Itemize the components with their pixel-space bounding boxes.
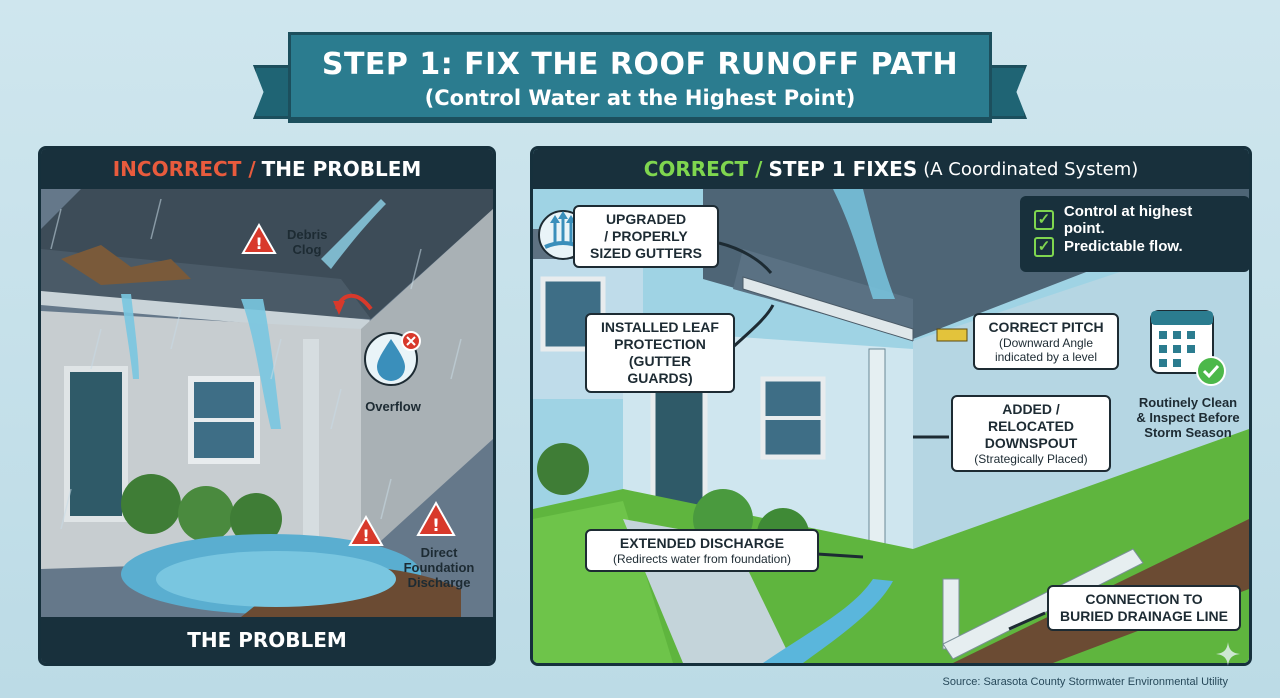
checklist-box: ✓ Control at highest point. ✓ Predictabl… bbox=[1020, 196, 1250, 272]
page-subtitle: (Control Water at the Highest Point) bbox=[424, 86, 856, 110]
sparkle-icon bbox=[1216, 642, 1240, 666]
svg-text:!: ! bbox=[362, 526, 369, 545]
check-row: ✓ Predictable flow. bbox=[1034, 233, 1236, 260]
drainage-connection-label: CONNECTION TO BURIED DRAINAGE LINE bbox=[1047, 585, 1241, 631]
checkbox-icon: ✓ bbox=[1034, 236, 1054, 257]
incorrect-panel: INCORRECT / THE PROBLEM bbox=[38, 146, 496, 666]
page-title: STEP 1: FIX THE ROOF RUNOFF PATH bbox=[321, 47, 959, 82]
calendar-check-icon bbox=[1150, 310, 1226, 386]
problem-illustration: ! ! ! bbox=[41, 189, 493, 617]
correct-pitch-label: CORRECT PITCH (Downward Angle indicated … bbox=[973, 313, 1119, 370]
problem-label: THE PROBLEM bbox=[261, 157, 422, 181]
check-text: Control at highest point. bbox=[1063, 202, 1193, 237]
debris-clog-label: Debris Clog bbox=[287, 227, 328, 257]
correct-panel-header: CORRECT / STEP 1 FIXES (A Coordinated Sy… bbox=[533, 149, 1249, 189]
check-row: ✓ Control at highest point. bbox=[1034, 203, 1236, 237]
incorrect-label: INCORRECT / bbox=[112, 157, 256, 181]
upgraded-gutters-label: UPGRADED / PROPERLY SIZED GUTTERS bbox=[573, 205, 719, 268]
svg-text:!: ! bbox=[432, 516, 440, 536]
leaf-protection-label: INSTALLED LEAF PROTECTION (GUTTER GUARDS… bbox=[585, 313, 735, 393]
problem-footer: THE PROBLEM bbox=[41, 617, 493, 663]
inspect-label: Routinely Clean & Inspect Before Storm S… bbox=[1136, 395, 1240, 440]
warning-icon: ! bbox=[348, 514, 384, 546]
warning-icon: ! bbox=[241, 222, 277, 254]
direct-discharge-label: Direct Foundation Discharge bbox=[403, 545, 475, 590]
downspout-label: ADDED / RELOCATED DOWNSPOUT (Strategical… bbox=[951, 395, 1111, 472]
fixes-label: STEP 1 FIXES bbox=[768, 157, 918, 181]
extended-discharge-label: EXTENDED DISCHARGE (Redirects water from… bbox=[585, 529, 819, 572]
warning-icon: ! bbox=[416, 500, 456, 536]
coordinated-note: (A Coordinated System) bbox=[923, 158, 1139, 180]
svg-text:!: ! bbox=[255, 234, 262, 253]
overflow-label: Overflow bbox=[365, 399, 421, 414]
correct-label: CORRECT / bbox=[643, 157, 763, 181]
incorrect-panel-header: INCORRECT / THE PROBLEM bbox=[41, 149, 493, 189]
overflow-icon bbox=[333, 293, 421, 386]
correct-panel: CORRECT / STEP 1 FIXES (A Coordinated Sy… bbox=[530, 146, 1252, 666]
title-banner: STEP 1: FIX THE ROOF RUNOFF PATH (Contro… bbox=[253, 32, 1027, 120]
source-credit: Source: Sarasota County Stormwater Envir… bbox=[942, 676, 1228, 688]
checkbox-icon: ✓ bbox=[1034, 209, 1054, 230]
check-text: Predictable flow. bbox=[1064, 238, 1183, 255]
